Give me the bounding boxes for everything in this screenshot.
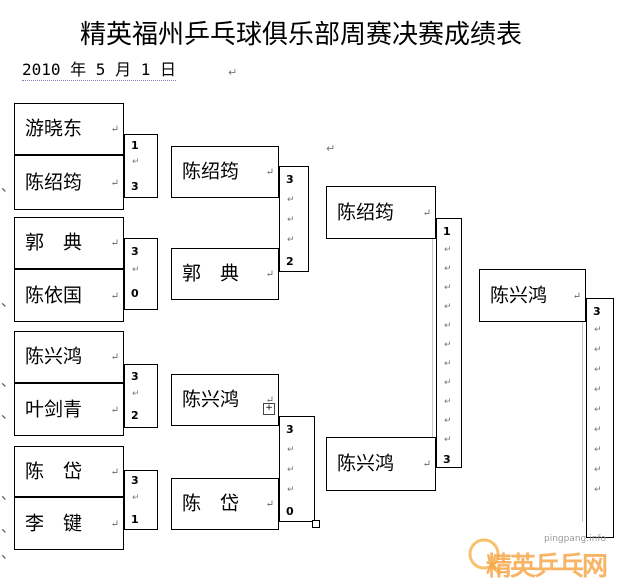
r1-player-name: 陈依国: [25, 284, 83, 306]
r1-player-box: 游晓东 ↵: [14, 103, 124, 155]
r3-player-name: 陈绍筠: [337, 201, 395, 223]
final-score-bracket: 3 ↵ ↵ ↵ ↵ ↵ ↵ ↵ ↵ ↵: [586, 298, 614, 538]
r2-player-name: 陈 岱: [182, 492, 240, 515]
r1-player-box: 陈依国 ↵: [14, 269, 124, 322]
score-top: 1: [443, 225, 451, 238]
site-watermark: pingpang.info 精英乒乓网: [464, 534, 614, 582]
r1-score-bracket: 3 ↵ 2: [124, 364, 158, 428]
table-gridline: [432, 239, 433, 437]
r2-player-name: 陈兴鸿: [182, 388, 240, 411]
list-marker: 、: [1, 520, 15, 536]
table-move-handle-icon[interactable]: +: [263, 403, 275, 415]
r1-player-name: 李 键: [25, 512, 83, 534]
r1-player-box: 陈 岱 ↵: [14, 446, 124, 497]
r1-player-box: 陈兴鸿 ↵: [14, 331, 124, 383]
list-marker: 、: [1, 374, 15, 390]
score-bottom: 1: [131, 513, 139, 526]
date-text: 2010 年 5 月 1 日: [22, 60, 176, 79]
score-top: 3: [286, 423, 294, 436]
r1-player-box: 李 键 ↵: [14, 497, 124, 550]
score-top: 3: [131, 370, 139, 383]
table-gridline: [582, 322, 583, 522]
r3-player-box: 陈绍筠 ↵: [326, 186, 436, 239]
r1-player-name: 陈绍筠: [25, 171, 83, 193]
list-marker: 、: [1, 179, 15, 195]
score-top: 3: [131, 474, 139, 487]
watermark-site-text: pingpang.info: [543, 534, 606, 544]
paragraph-mark: ↵: [228, 66, 238, 79]
watermark-logo-text: 精英乒乓网: [486, 552, 608, 582]
score-bottom: 3: [131, 180, 139, 193]
r1-player-box: 陈绍筠 ↵: [14, 155, 124, 210]
r2-score-bracket: 3 ↵ ↵ ↵ 2: [279, 166, 309, 272]
r2-player-box: 陈兴鸿 ↵: [171, 374, 279, 426]
score-bottom: 2: [286, 255, 294, 268]
page-title: 精英福州乒乓球俱乐部周赛决赛成绩表: [80, 20, 523, 50]
r1-player-box: 郭 典 ↵: [14, 217, 124, 269]
r2-player-box: 郭 典 ↵: [171, 248, 279, 300]
r1-player-name: 郭 典: [25, 231, 83, 254]
pingpong-paddle-icon: [468, 538, 502, 576]
score-top: 3: [131, 245, 139, 258]
r2-player-name: 郭 典: [182, 262, 240, 285]
r1-player-box: 叶剑青 ↵: [14, 383, 124, 436]
match-date: 2010 年 5 月 1 日: [22, 60, 176, 81]
r1-score-bracket: 3 ↵ 1: [124, 470, 158, 530]
r3-player-name: 陈兴鸿: [337, 452, 395, 475]
r1-player-name: 游晓东: [25, 117, 83, 140]
champion-box: 陈兴鸿 ↵: [479, 269, 586, 322]
r2-player-box: 陈 岱 ↵: [171, 478, 279, 530]
list-marker: 、: [1, 294, 15, 310]
table-resize-handle[interactable]: [312, 520, 320, 528]
score-top: 3: [286, 173, 294, 186]
r1-player-name: 陈兴鸿: [25, 345, 83, 368]
list-marker: 、: [1, 546, 15, 562]
score-bottom: 0: [131, 287, 139, 300]
r2-score-bracket: 3 ↵ ↵ ↵ 0: [279, 416, 315, 522]
score-bottom: 0: [286, 505, 294, 518]
list-marker: 、: [1, 406, 15, 422]
r2-player-box: 陈绍筠 ↵: [171, 146, 279, 198]
score-top: 1: [131, 139, 139, 152]
r1-score-bracket: 1 ↵ 3: [124, 134, 158, 198]
r1-player-name: 陈 岱: [25, 460, 83, 482]
score-bottom: 2: [131, 409, 139, 422]
score-bottom: 3: [443, 453, 451, 466]
final-score: 3: [593, 305, 601, 318]
r1-player-name: 叶剑青: [25, 398, 83, 420]
r1-score-bracket: 3 ↵ 0: [124, 238, 158, 310]
r2-player-name: 陈绍筠: [182, 160, 240, 183]
r3-player-box: 陈兴鸿 ↵: [326, 437, 436, 491]
champion-name: 陈兴鸿: [490, 284, 548, 306]
list-marker: 、: [1, 487, 15, 503]
r3-score-bracket: 1 ↵ ↵ ↵ ↵ ↵ ↵ ↵ ↵ ↵ ↵ ↵ 3: [436, 218, 462, 468]
